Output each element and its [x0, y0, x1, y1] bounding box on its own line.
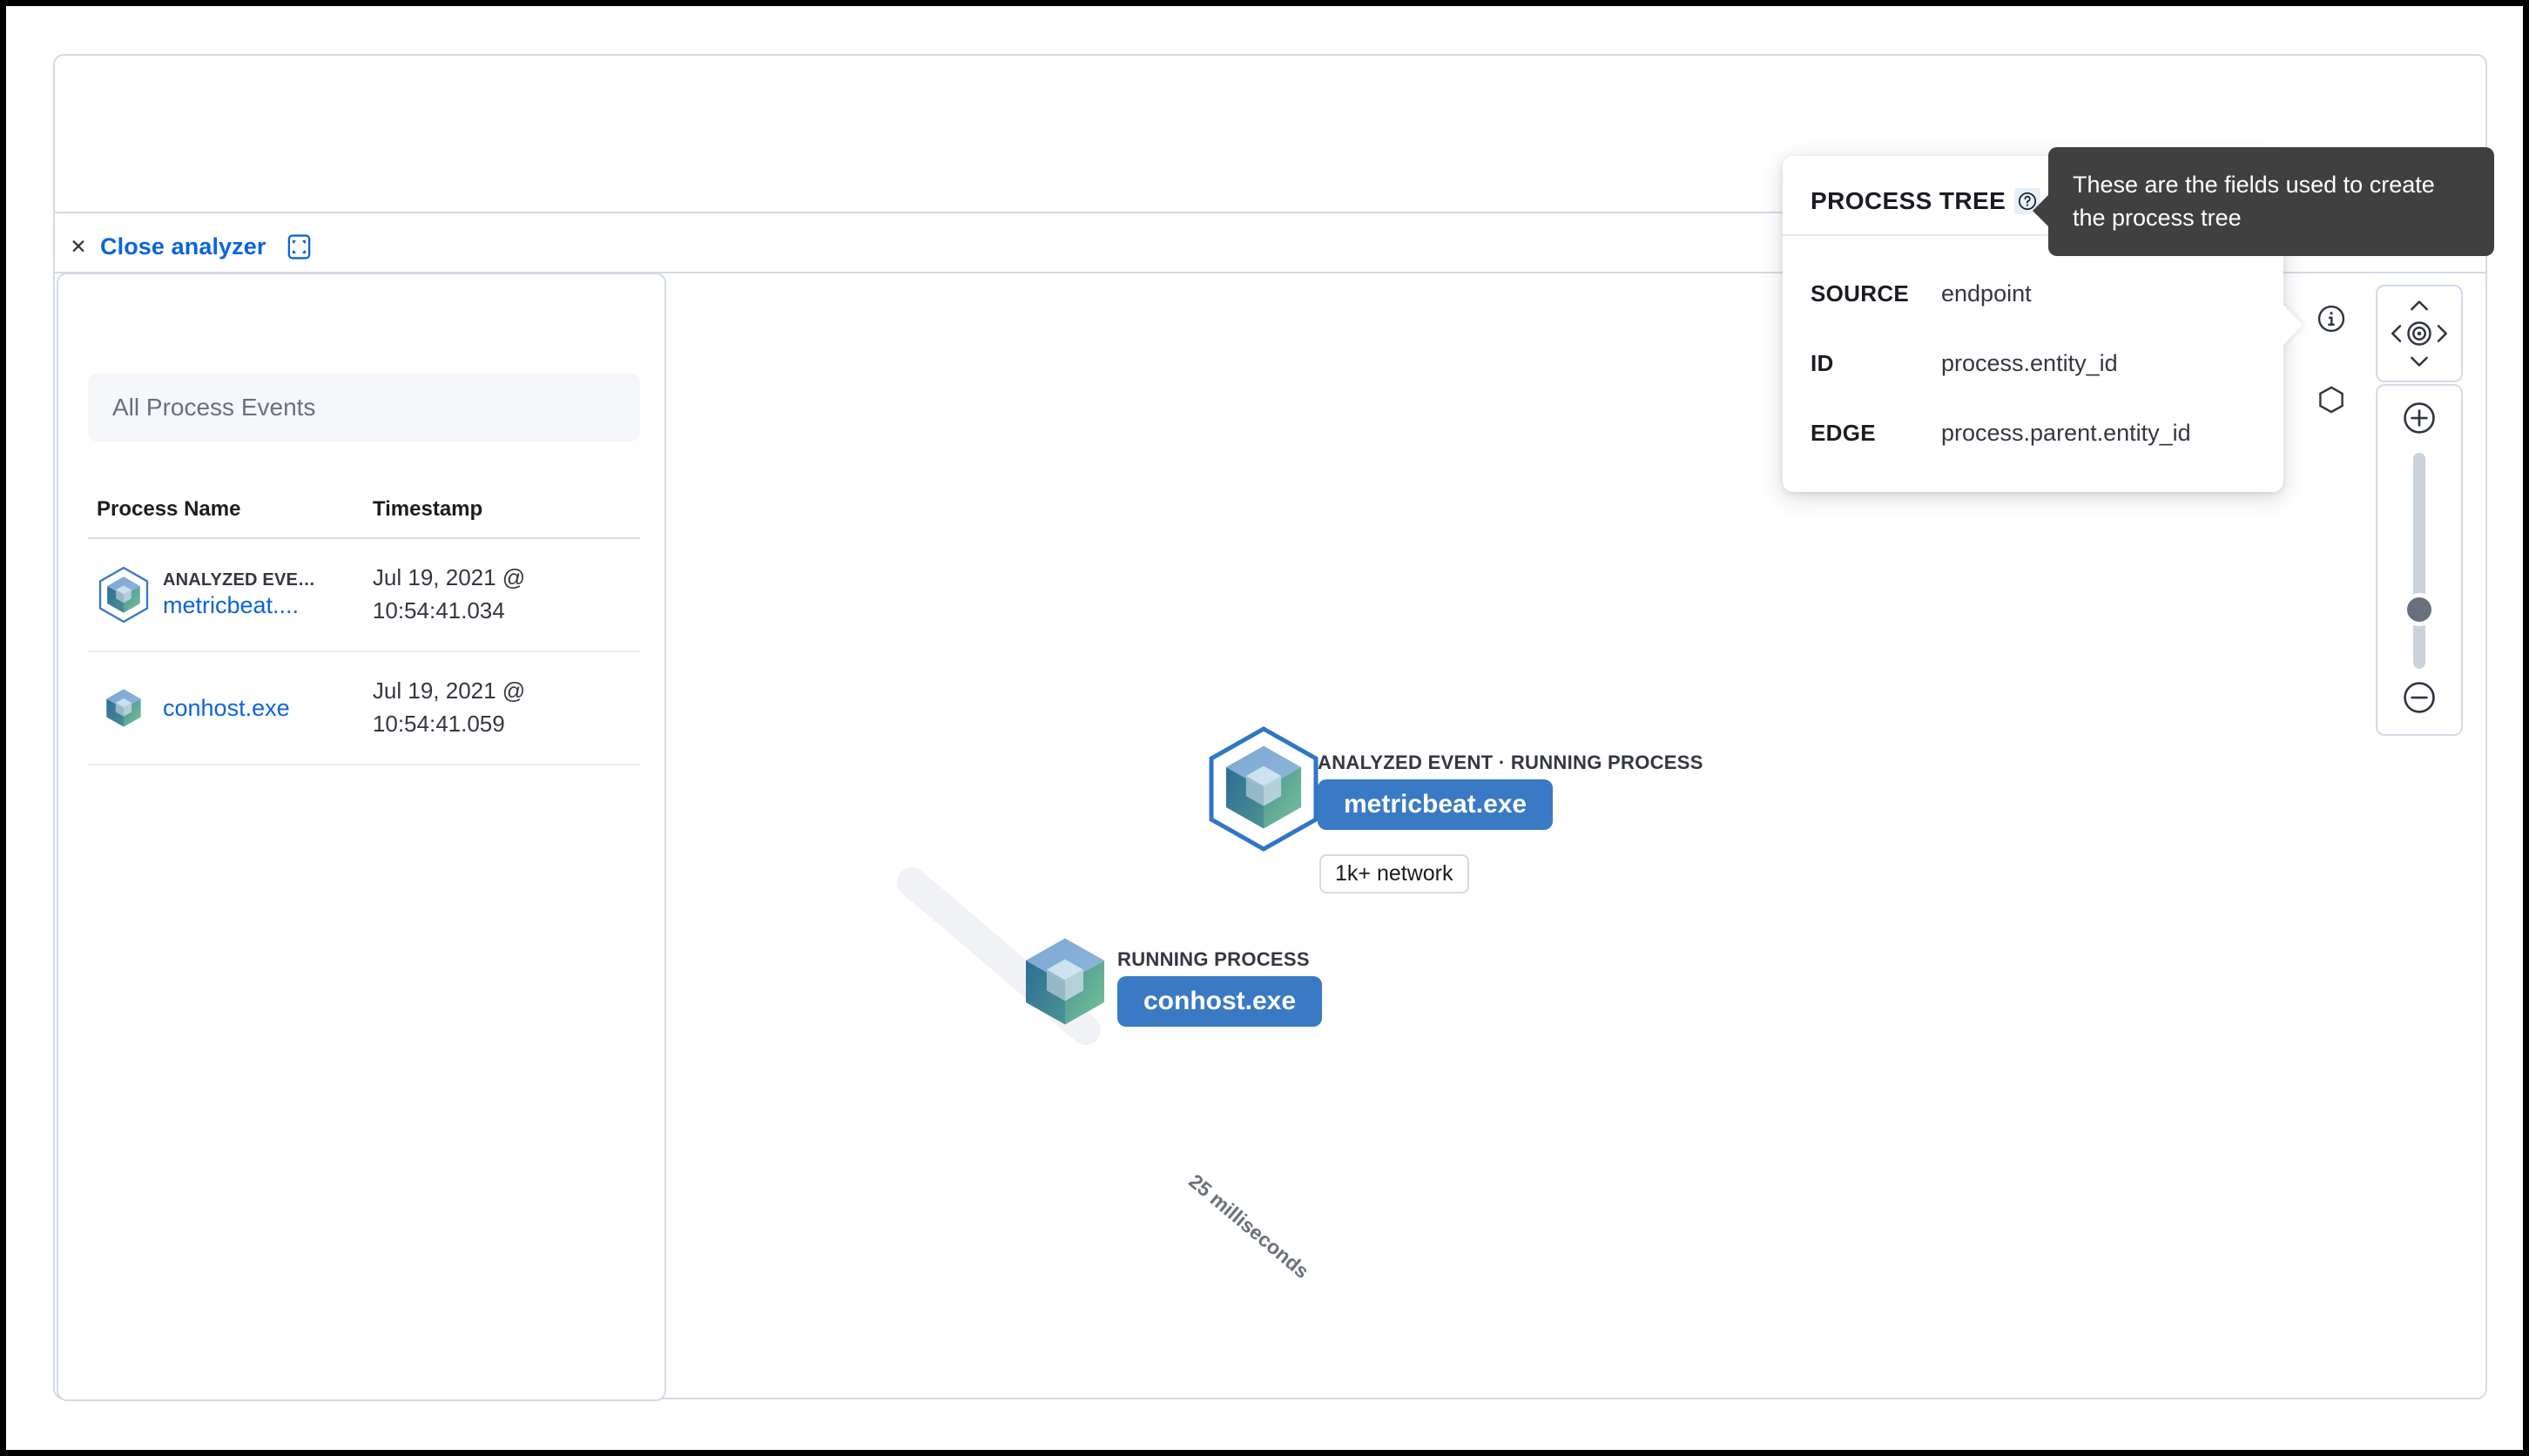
- popover-key: EDGE: [1811, 419, 1876, 446]
- close-analyzer-button[interactable]: Close analyzer: [100, 233, 266, 260]
- close-analyzer-bar: ✕ Close analyzer: [69, 226, 313, 267]
- minus-circle-icon[interactable]: [2401, 679, 2438, 720]
- popover-title: PROCESS TREE: [1811, 187, 2006, 214]
- analyzed-event-badge: ANALYZED EVE…: [163, 570, 316, 590]
- tooltip-notch: [2033, 194, 2049, 227]
- table-header-row: Process Name Timestamp: [88, 497, 640, 539]
- node-label-group: RUNNING PROCESS conhost.exe: [1117, 948, 1323, 1027]
- tooltip-text: These are the fields used to create the …: [2073, 172, 2435, 232]
- close-bar-divider: [55, 272, 2486, 273]
- zoom-slider-handle[interactable]: [2403, 593, 2436, 626]
- popover-notch: [2283, 304, 2303, 346]
- table-row[interactable]: conhost.exe Jul 19, 2021 @ 10:54:41.059: [88, 652, 640, 765]
- process-cube-analyzed-icon: [1206, 725, 1321, 853]
- popover-row-source: SOURCE endpoint: [1811, 259, 2256, 328]
- popover-value: process.entity_id: [1941, 349, 2118, 376]
- process-name-link[interactable]: metricbeat....: [163, 592, 300, 618]
- chevron-down-icon: [2411, 356, 2428, 367]
- chevron-left-icon: [2391, 325, 2402, 342]
- process-list-panel: All Process Events Process Name Timestam…: [57, 273, 666, 1401]
- process-tree-graph[interactable]: 25 milliseconds: [677, 273, 2484, 1401]
- zoom-slider-control[interactable]: [2376, 384, 2463, 736]
- process-table: Process Name Timestamp: [88, 497, 640, 765]
- column-header-timestamp: Timestamp: [372, 497, 483, 521]
- hexagon-icon[interactable]: [2312, 381, 2350, 419]
- process-name-text: conhost.exe: [163, 695, 290, 722]
- process-name-link[interactable]: conhost.exe: [163, 694, 290, 721]
- process-cube-analyzed-icon: [97, 566, 151, 624]
- node-kicker: RUNNING PROCESS: [1117, 948, 1310, 970]
- popover-key: SOURCE: [1811, 280, 1910, 307]
- popover-key: ID: [1811, 349, 1834, 376]
- popover-row-id: ID process.entity_id: [1811, 328, 2256, 398]
- process-name-cell: ANALYZED EVE… metricbeat....: [97, 566, 373, 624]
- popover-value: process.parent.entity_id: [1941, 419, 2191, 446]
- close-x-icon[interactable]: ✕: [70, 234, 87, 258]
- help-tooltip: These are the fields used to create the …: [2033, 147, 2494, 256]
- node-pill-conhost[interactable]: conhost.exe: [1117, 976, 1323, 1027]
- panel-divider: [55, 212, 2486, 213]
- plus-circle-icon[interactable]: [2401, 400, 2438, 441]
- all-process-events-select[interactable]: All Process Events: [88, 374, 640, 442]
- graph-node-conhost[interactable]: RUNNING PROCESS conhost.exe: [1023, 933, 1323, 1030]
- chevron-up-icon: [2411, 300, 2428, 311]
- column-header-process-name: Process Name: [97, 497, 241, 521]
- table-row[interactable]: ANALYZED EVE… metricbeat.... Jul 19, 202…: [88, 539, 640, 652]
- node-label-group: ANALYZED EVENT · RUNNING PROCESS metricb…: [1318, 752, 1703, 830]
- pan-control[interactable]: [2376, 285, 2463, 382]
- network-events-badge[interactable]: 1k+ network: [1319, 854, 1469, 893]
- info-circle-icon[interactable]: [2312, 300, 2350, 338]
- node-pill-metricbeat[interactable]: metricbeat.exe: [1318, 779, 1554, 830]
- timestamp-cell: Jul 19, 2021 @ 10:54:41.059: [372, 677, 526, 737]
- timestamp-cell: Jul 19, 2021 @ 10:54:41.034: [372, 564, 526, 624]
- chevron-right-icon: [2437, 325, 2447, 342]
- popover-value: endpoint: [1941, 280, 2032, 307]
- process-cube-icon: [97, 688, 151, 728]
- process-name-text: ANALYZED EVE… metricbeat....: [163, 570, 315, 619]
- fullscreen-icon[interactable]: [286, 233, 313, 260]
- node-kicker: ANALYZED EVENT · RUNNING PROCESS: [1318, 752, 1703, 773]
- popover-row-edge: EDGE process.parent.entity_id: [1811, 398, 2256, 468]
- graph-node-metricbeat[interactable]: ANALYZED EVENT · RUNNING PROCESS metricb…: [1206, 725, 1703, 893]
- popover-body: SOURCE endpoint ID process.entity_id EDG…: [1783, 236, 2283, 490]
- process-name-cell: conhost.exe: [97, 688, 373, 728]
- process-cube-icon: [1023, 933, 1107, 1030]
- events-select-value: All Process Events: [112, 394, 316, 421]
- zoom-slider-track[interactable]: [2403, 453, 2436, 669]
